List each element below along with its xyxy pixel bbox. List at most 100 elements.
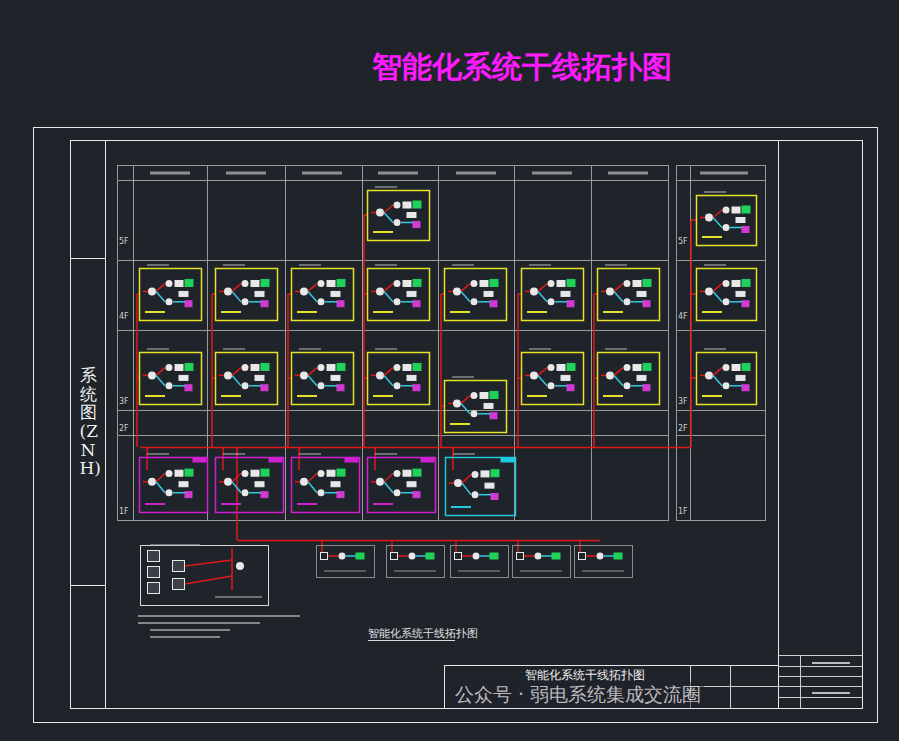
branch-line (441, 293, 444, 295)
box-label-mark (702, 395, 722, 397)
header-mark (608, 172, 648, 175)
device-symbol (175, 364, 183, 370)
inner-line (631, 301, 643, 303)
device-symbol (391, 553, 398, 560)
device-symbol (723, 364, 730, 371)
device-symbol (517, 553, 524, 560)
inner-line (384, 291, 393, 301)
switch-symbol (148, 478, 156, 486)
box-label-mark (150, 545, 200, 546)
title-block-line (800, 655, 801, 708)
device-symbol (597, 553, 604, 560)
inner-line (231, 548, 233, 590)
box-label-mark (145, 395, 165, 397)
device-symbol (255, 291, 264, 296)
device-symbol (413, 492, 420, 498)
device-symbol (624, 364, 631, 371)
inner-line (524, 555, 534, 557)
box-tag (345, 458, 358, 462)
device-symbol (637, 291, 646, 296)
inner-line (601, 375, 606, 377)
header-mark (700, 172, 748, 175)
device-symbol (337, 301, 344, 307)
inner-line (384, 205, 393, 213)
note-mark (138, 615, 300, 617)
device-symbol (723, 382, 730, 389)
device-symbol (633, 280, 641, 286)
device-symbol (471, 280, 478, 287)
inner-line (249, 385, 261, 387)
floor-label: 4F (119, 313, 129, 321)
device-symbol (491, 494, 498, 500)
inner-line (398, 555, 408, 557)
device-symbol (331, 291, 340, 296)
device-symbol (394, 219, 401, 226)
note-mark (138, 622, 260, 624)
box-label-mark (451, 506, 471, 508)
grid-line (362, 165, 363, 520)
inner-line (462, 555, 472, 557)
box-label-mark (527, 311, 547, 313)
device-symbol (318, 364, 325, 371)
riser-line (593, 294, 595, 447)
box-label-mark (702, 311, 722, 313)
equipment-box (697, 269, 757, 321)
title-block-line (444, 665, 778, 666)
title-block-text: 智能化系统干线拓扑图 (525, 668, 645, 682)
grid-line (676, 180, 765, 181)
inner-line (346, 555, 356, 557)
device-symbol (403, 470, 411, 476)
inner-line (232, 482, 241, 493)
box-label-mark (450, 311, 470, 313)
inner-line (384, 482, 393, 493)
device-symbol (166, 382, 173, 389)
switch-symbol (454, 479, 462, 487)
device-symbol (321, 553, 328, 560)
inner-line (555, 385, 567, 387)
device-symbol (185, 363, 193, 370)
device-symbol (394, 202, 401, 209)
device-symbol (548, 298, 555, 305)
inner-line (156, 368, 165, 376)
grid-line (676, 330, 765, 331)
box-label-mark (394, 571, 436, 572)
grid-table (677, 166, 766, 521)
watermark: 公众号 · 弱电系统集成交流圈 (452, 682, 704, 708)
device-symbol (548, 364, 555, 371)
switch-symbol (530, 287, 538, 295)
inner-line (219, 481, 224, 483)
inner-line (384, 368, 393, 376)
switch-symbol (453, 399, 461, 407)
device-symbol (633, 364, 641, 370)
box-label-mark (375, 265, 397, 266)
inner-line (538, 368, 547, 376)
inner-line (700, 375, 705, 377)
inner-line (700, 291, 705, 293)
device-symbol (736, 375, 745, 380)
riser-line (363, 215, 365, 447)
branch-line (691, 293, 696, 295)
title-block-line (778, 686, 862, 687)
equipment-box (368, 269, 430, 321)
device-symbol (471, 392, 478, 399)
title-block-mark (812, 692, 850, 694)
equipment-box (292, 269, 354, 321)
floor-label: 2F (119, 425, 129, 433)
device-symbol (185, 301, 192, 307)
device-symbol (407, 375, 416, 380)
device-symbol (175, 470, 183, 476)
drawing-caption: 智能化系统干线拓扑图 (368, 626, 478, 641)
box-label-mark (223, 454, 245, 455)
device-symbol (331, 482, 340, 487)
device-symbol (579, 553, 586, 560)
box-label-mark (450, 423, 470, 425)
inner-line (308, 284, 317, 292)
inner-line (601, 291, 606, 293)
device-symbol (318, 280, 325, 287)
device-symbol (490, 301, 497, 307)
inner-line (631, 385, 643, 387)
inner-line (384, 213, 393, 223)
device-symbol (567, 385, 574, 391)
branch-line (594, 293, 597, 295)
grid-line (285, 165, 286, 520)
